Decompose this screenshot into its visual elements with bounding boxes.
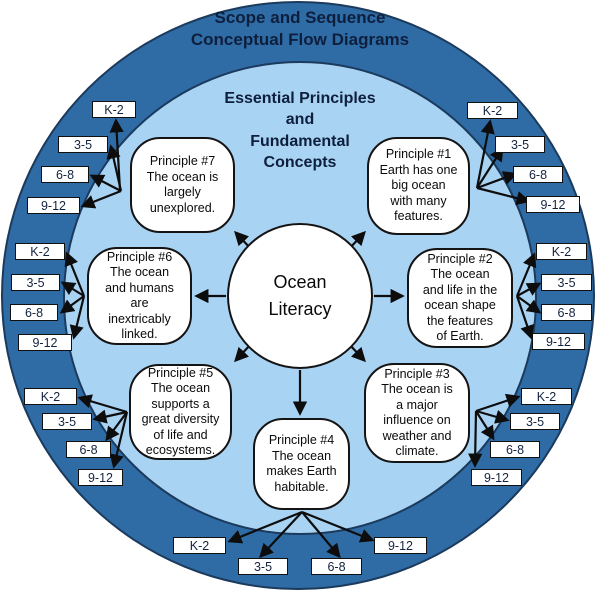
grade-label-p2-k2: K-2	[536, 243, 587, 260]
principle-1-box: Principle #1 Earth has one big ocean wit…	[367, 137, 470, 235]
ocean-literacy-node: Ocean Literacy	[227, 223, 373, 369]
grade-label-p6-6-8: 6-8	[10, 304, 58, 321]
grade-label-p7-6-8: 6-8	[41, 166, 89, 183]
grade-label-p1-6-8: 6-8	[513, 166, 563, 183]
grade-label-p5-k2: K-2	[24, 388, 77, 405]
grade-label-p3-3-5: 3-5	[510, 413, 560, 430]
principle-6-text: The ocean and humans are inextricably li…	[105, 265, 174, 341]
principle-5-text: The ocean supports a great diversity of …	[141, 381, 220, 457]
principle-6-box: Principle #6 The ocean and humans are in…	[87, 247, 192, 345]
grade-label-p5-9-12: 9-12	[78, 469, 123, 486]
grade-label-p2-3-5: 3-5	[541, 274, 592, 291]
grade-label-p4-9-12: 9-12	[374, 537, 427, 554]
principle-2-box: Principle #2 The ocean and life in the o…	[407, 248, 513, 348]
grade-label-p2-9-12: 9-12	[532, 333, 585, 350]
grade-label-p4-k2: K-2	[173, 537, 226, 554]
grade-label-p2-6-8: 6-8	[541, 304, 592, 321]
principle-7-title: Principle #7	[149, 154, 216, 168]
principle-1-text: Earth has one big ocean with many featur…	[379, 162, 458, 224]
diagram-title: Scope and Sequence Conceptual Flow Diagr…	[190, 8, 410, 50]
grade-label-p6-9-12: 9-12	[18, 334, 72, 351]
principle-7-text: The ocean is largely unexplored.	[146, 169, 219, 215]
grade-label-p6-3-5: 3-5	[11, 274, 60, 291]
grade-label-p3-6-8: 6-8	[490, 441, 540, 458]
principle-3-box: Principle #3 The ocean is a major influe…	[364, 363, 470, 463]
grade-label-p7-k2: K-2	[92, 101, 136, 118]
principle-4-title: Principle #4	[268, 433, 335, 447]
principle-1-title: Principle #1	[385, 147, 452, 162]
grade-label-p1-3-5: 3-5	[495, 136, 545, 153]
grade-label-p7-3-5: 3-5	[58, 136, 108, 153]
principle-3-title: Principle #3	[384, 366, 450, 381]
grade-label-p1-9-12: 9-12	[526, 196, 580, 213]
principle-7-box: Principle #7 The ocean is largely unexpl…	[130, 137, 235, 233]
principle-2-text: The ocean and life in the ocean shape th…	[422, 267, 498, 343]
principle-4-text: The ocean makes Earth habitable.	[266, 448, 337, 494]
principle-2-title: Principle #2	[427, 251, 493, 266]
grade-label-p5-3-5: 3-5	[42, 413, 92, 430]
grade-label-p1-k2: K-2	[467, 102, 518, 119]
principle-5-box: Principle #5 The ocean supports a great …	[129, 364, 232, 460]
grade-label-p6-k2: K-2	[15, 243, 65, 260]
principle-5-title: Principle #5	[147, 365, 214, 380]
grade-label-p3-9-12: 9-12	[471, 469, 522, 486]
grade-label-p4-3-5: 3-5	[238, 558, 288, 575]
grade-label-p3-k2: K-2	[521, 388, 572, 405]
grade-label-p7-9-12: 9-12	[27, 197, 80, 214]
grade-label-p4-6-8: 6-8	[311, 558, 362, 575]
principle-6-title: Principle #6	[106, 249, 173, 264]
principle-3-text: The ocean is a major influence on weathe…	[381, 382, 453, 458]
ocean-literacy-label: Ocean Literacy	[268, 272, 332, 319]
grade-label-p5-6-8: 6-8	[66, 441, 111, 458]
diagram-subtitle: Essential Principles and Fundamental Con…	[224, 90, 376, 172]
principle-4-box: Principle #4 The ocean makes Earth habit…	[253, 418, 350, 510]
